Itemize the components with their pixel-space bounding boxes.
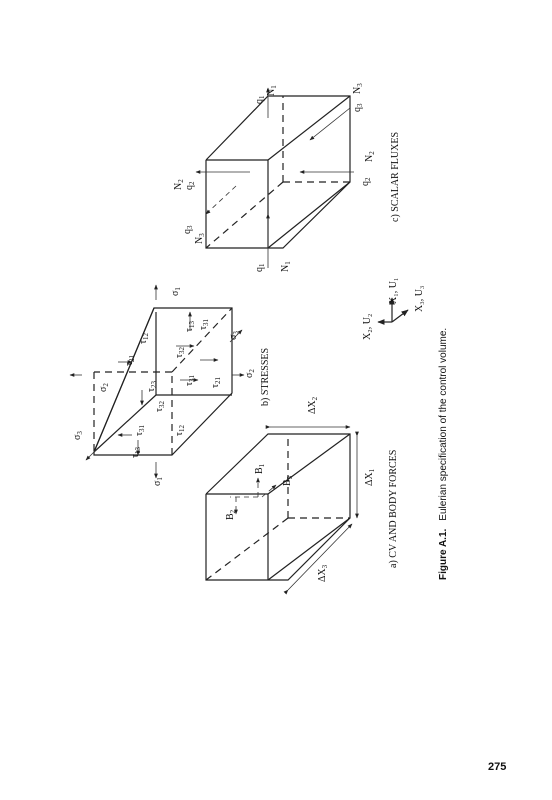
label-dx2: ΔX2 — [307, 396, 319, 414]
panel-b-title: b) STRESSES — [260, 348, 271, 406]
flux-arrows — [195, 87, 354, 268]
label-q1-bottom: q1 — [254, 263, 266, 272]
label-tau13-bottom: τ13 — [130, 446, 142, 458]
dimension-lines — [265, 425, 359, 595]
panel-scalar-fluxes: q1 N1 q1 N1 q2 N2 q2 N2 q3 N3 q3 N3 c) S… — [173, 83, 401, 272]
label-sigma2-left: σ2 — [98, 383, 110, 392]
label-tau21-right: τ21 — [210, 376, 222, 388]
label-n2-left: N2 — [173, 179, 185, 190]
axis-label-x3u3: X₃, U₃ — [414, 286, 425, 312]
label-q2-left: q2 — [184, 181, 196, 190]
label-sigma3-left: σ3 — [72, 431, 84, 440]
svg-text:Figure A.1. Eulerian spe: Figure A.1. Eulerian specification of th… — [433, 328, 450, 580]
axis-label-x2u2: X₂, U₂ — [362, 314, 373, 340]
label-tau12-top: τ12 — [138, 332, 150, 344]
label-b1: B1 — [254, 463, 266, 474]
label-tau32-bottom: τ32 — [154, 400, 166, 412]
page-number: 275 — [488, 761, 506, 773]
label-n3-right: N3 — [352, 83, 364, 94]
label-tau32-top: τ32 — [174, 346, 186, 358]
label-n1-top: N1 — [266, 85, 278, 96]
label-q3-right: q3 — [352, 103, 364, 112]
label-n1-bottom: N1 — [280, 261, 292, 272]
label-tau21-mid: τ21 — [124, 354, 136, 366]
label-sigma1-top: σ1 — [170, 287, 182, 296]
panel-cv-body-forces: ΔX2 ΔX1 ΔX3 B1 B2 B3 a) CV AND BODY FORC… — [205, 396, 399, 595]
label-n3-left: N3 — [194, 233, 206, 244]
label-tau31-right: τ31 — [184, 374, 196, 386]
label-sigma3-right: σ3 — [228, 331, 240, 340]
label-q1-top: q1 — [254, 95, 266, 104]
figure-number: Figure A.1. — [438, 528, 449, 580]
label-tau31-top: τ31 — [198, 318, 210, 330]
label-sigma2-right: σ2 — [244, 369, 256, 378]
label-b3: B3 — [282, 475, 294, 486]
panel-stresses: σ1 σ1 σ2 σ2 σ3 σ3 τ13 τ31 τ12 τ32 τ21 τ2… — [69, 284, 271, 486]
label-tau13-top: τ13 — [184, 320, 196, 332]
panel-a-title: a) CV AND BODY FORCES — [388, 450, 399, 568]
label-tau12-bottom: τ12 — [174, 424, 186, 436]
coordinate-axes: X₁, U₁ X₃, U₃ X₂, U₂ — [362, 278, 425, 340]
label-b2: B2 — [225, 509, 237, 520]
cv-box — [205, 433, 351, 581]
label-tau31-bottom: τ31 — [134, 424, 146, 436]
figure-caption: Figure A.1. Eulerian specification of th… — [433, 328, 450, 580]
label-sigma1-bottom: σ1 — [152, 477, 164, 486]
body-force-arrows — [230, 477, 277, 515]
label-q2-right: q2 — [360, 177, 372, 186]
axis-label-x1u1: X₁, U₁ — [388, 278, 399, 304]
figure-caption-text: Eulerian specification of the control vo… — [438, 328, 449, 521]
stress-box — [93, 307, 233, 456]
panel-c-title: c) SCALAR FLUXES — [390, 132, 401, 222]
label-q3-left: q3 — [182, 225, 194, 234]
label-dx3: ΔX3 — [317, 564, 329, 582]
label-tau23-mid: τ23 — [146, 380, 158, 392]
stress-arrows — [69, 284, 245, 479]
label-n2-right: N2 — [364, 151, 376, 162]
label-dx1: ΔX1 — [364, 468, 376, 486]
